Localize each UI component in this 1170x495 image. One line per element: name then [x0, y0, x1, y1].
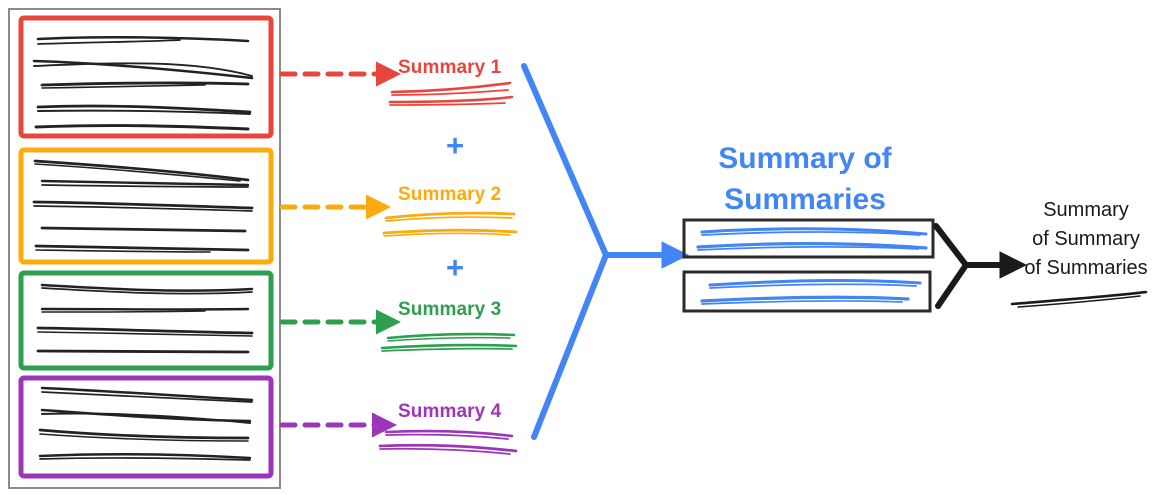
source-panel-frame	[8, 8, 281, 489]
summary-4-label[interactable]: Summary 4	[398, 401, 502, 422]
black-merge-arrow-icon	[933, 223, 1027, 309]
source-group-1[interactable]	[18, 15, 274, 139]
summary-of-summaries-box-2[interactable]	[682, 270, 932, 313]
sos-title-line-2: Summaries	[724, 183, 886, 216]
plus-sign-1: +	[446, 128, 465, 163]
summary-1-label[interactable]: Summary 1	[398, 57, 502, 78]
sos-box-1-scribbles	[696, 227, 928, 251]
source-group-4-box	[18, 375, 274, 479]
summary-3-scribbles	[380, 332, 518, 352]
sos-box-2-scribbles	[700, 279, 922, 305]
plus-sign-2: +	[446, 250, 465, 285]
source-group-3-box	[18, 270, 274, 371]
summary-of-summaries-title: Summary of Summaries	[705, 138, 905, 220]
final-output-line-1: Summary	[1043, 199, 1129, 221]
final-output-line-3: of Summaries	[1024, 257, 1148, 279]
source-group-2-box	[18, 147, 274, 265]
source-group-3[interactable]	[18, 270, 274, 371]
source-group-1-box	[18, 15, 274, 139]
final-output-scribble	[1010, 290, 1148, 308]
source-group-2-text-scribbles	[32, 159, 254, 253]
source-group-4[interactable]	[18, 375, 274, 479]
final-output-line-2: of Summary	[1032, 228, 1140, 250]
blue-merge-arrow-icon	[521, 63, 689, 440]
summary-of-summaries-box-1[interactable]	[682, 218, 935, 259]
summary-4-scribbles	[378, 429, 518, 455]
source-group-1-text-scribbles	[32, 35, 254, 131]
source-group-4-text-scribbles	[38, 386, 254, 461]
source-group-2[interactable]	[18, 147, 274, 265]
summary-2-label[interactable]: Summary 2	[398, 184, 502, 205]
summary-2-scribbles	[382, 211, 518, 237]
summary-3-label[interactable]: Summary 3	[398, 299, 502, 320]
summary-1-scribbles	[388, 81, 514, 106]
source-group-3-text-scribbles	[36, 283, 254, 354]
sos-title-line-1: Summary of	[718, 142, 892, 175]
final-output-label: Summary of Summary of Summaries	[1012, 196, 1160, 283]
